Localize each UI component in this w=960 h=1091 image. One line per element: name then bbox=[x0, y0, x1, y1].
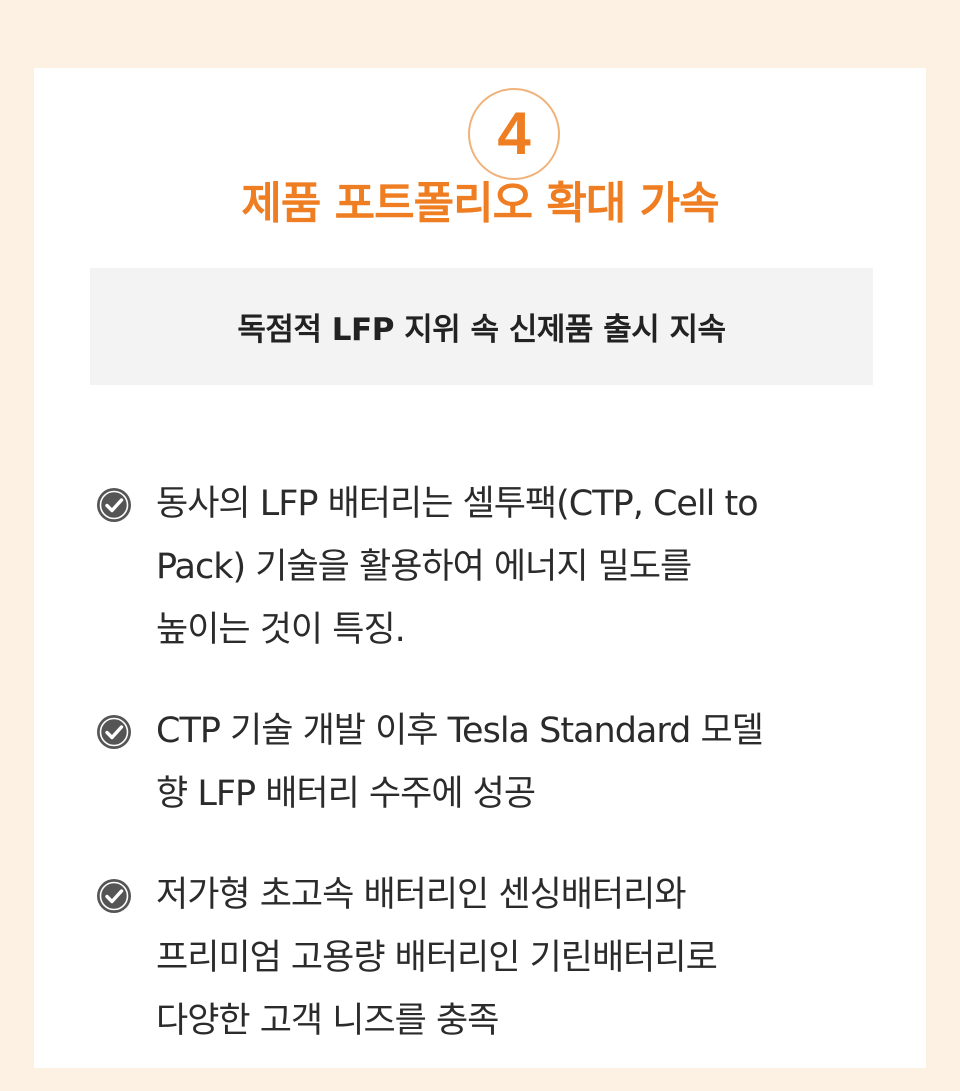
bullet-line: 다양한 고객 니즈를 충족 bbox=[156, 1001, 499, 1041]
bullet-line: 저가형 초고속 배터리인 센싱배터리와 bbox=[156, 875, 687, 915]
bullet-line: 높이는 것이 특징. bbox=[156, 610, 406, 650]
section-title: 제품 포트폴리오 확대 가속 bbox=[241, 178, 719, 229]
bullet-item: 저가형 초고속 배터리인 센싱배터리와 프리미엄 고용량 배터리인 기린배터리로… bbox=[96, 864, 896, 1053]
bullet-line: Pack) 기술을 활용하여 에너지 밀도를 bbox=[156, 547, 692, 587]
bullet-item: 동사의 LFP 배터리는 셀투팩(CTP, Cell to Pack) 기술을 … bbox=[96, 473, 896, 662]
step-number-badge: 4 bbox=[468, 88, 560, 180]
step-number: 4 bbox=[497, 100, 531, 167]
check-circle-icon bbox=[97, 488, 131, 522]
subtitle-text: 독점적 LFP 지위 속 신제품 출시 지속 bbox=[237, 312, 726, 348]
bullet-list: 동사의 LFP 배터리는 셀투팩(CTP, Cell to Pack) 기술을 … bbox=[96, 473, 896, 1091]
check-circle-icon bbox=[97, 879, 131, 913]
content-card: 4 제품 포트폴리오 확대 가속 독점적 LFP 지위 속 신제품 출시 지속 … bbox=[34, 68, 926, 1068]
check-circle-icon bbox=[97, 715, 131, 749]
subtitle-box: 독점적 LFP 지위 속 신제품 출시 지속 bbox=[90, 268, 873, 385]
bullet-line: 향 LFP 배터리 수주에 성공 bbox=[156, 774, 536, 814]
bullet-line: CTP 기술 개발 이후 Tesla Standard 모델 bbox=[156, 711, 764, 751]
bullet-line: 동사의 LFP 배터리는 셀투팩(CTP, Cell to bbox=[156, 484, 759, 524]
bullet-item: CTP 기술 개발 이후 Tesla Standard 모델 향 LFP 배터리… bbox=[96, 700, 896, 826]
bullet-line: 프리미엄 고용량 배터리인 기린배터리로 bbox=[156, 938, 718, 978]
